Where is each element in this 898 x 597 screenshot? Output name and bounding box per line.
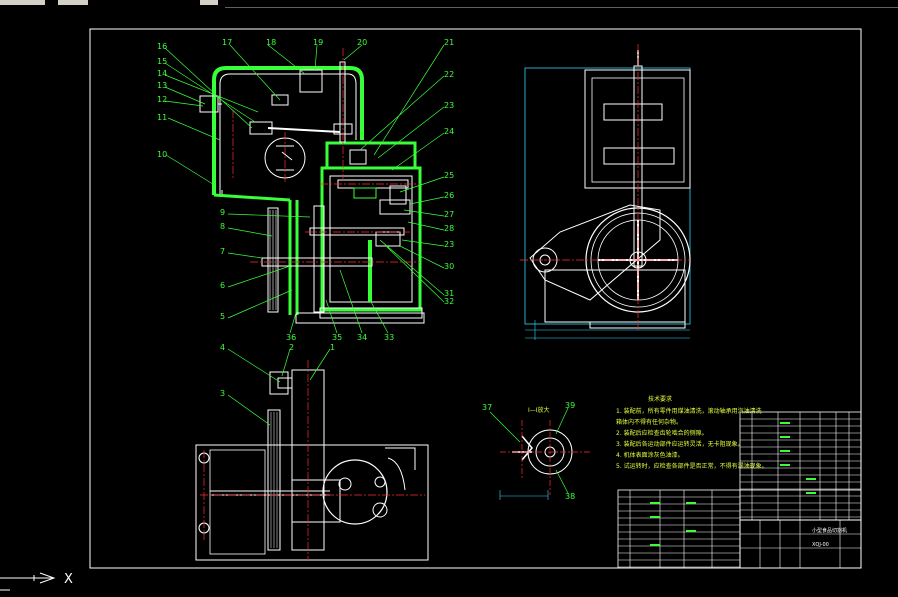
bom-entry-mark xyxy=(650,516,660,518)
svg-text:28: 28 xyxy=(444,224,454,233)
toolbar-tab-2[interactable] xyxy=(58,0,88,5)
svg-text:12: 12 xyxy=(157,95,167,104)
front-section-view xyxy=(164,44,445,334)
svg-text:7: 7 xyxy=(220,247,225,256)
detail-balloon-labels: 37 39 38 xyxy=(482,401,575,501)
side-view xyxy=(520,44,691,340)
svg-text:21: 21 xyxy=(444,38,454,47)
svg-text:3: 3 xyxy=(220,389,225,398)
svg-text:6: 6 xyxy=(220,281,225,290)
toolbar-tab-1[interactable] xyxy=(0,0,45,5)
bom-entry-mark xyxy=(780,436,790,438)
bom-entry-mark xyxy=(650,544,660,546)
bill-of-materials xyxy=(617,411,862,569)
front-balloon-labels: 16 15 14 13 12 11 10 9 8 7 6 5 17 18 19 … xyxy=(157,38,454,342)
ucs-icon: X xyxy=(0,572,73,591)
svg-text:35: 35 xyxy=(332,333,342,342)
toolbar-rule xyxy=(225,7,898,8)
sheet-frame xyxy=(89,28,862,569)
svg-text:技术要求: 技术要求 xyxy=(648,395,672,403)
svg-text:36: 36 xyxy=(286,333,296,342)
svg-text:23: 23 xyxy=(444,101,454,110)
svg-text:4: 4 xyxy=(220,343,225,352)
toolbar-tab-3[interactable] xyxy=(200,0,218,5)
svg-text:34: 34 xyxy=(357,333,367,342)
svg-text:3. 装配后各运动部件应运转灵活，无卡阻现象。: 3. 装配后各运动部件应运转灵活，无卡阻现象。 xyxy=(616,440,744,448)
svg-text:32: 32 xyxy=(444,297,454,306)
window-top-strip xyxy=(0,0,898,8)
svg-text:11: 11 xyxy=(157,113,167,122)
svg-text:25: 25 xyxy=(444,171,454,180)
svg-text:4. 机体表面涂灰色油漆。: 4. 机体表面涂灰色油漆。 xyxy=(616,451,684,459)
plan-balloon-labels: 4 3 2 1 xyxy=(220,343,335,398)
svg-text:10: 10 xyxy=(157,150,167,159)
bom-entry-mark xyxy=(806,492,816,494)
detail-caption: I—I放大 xyxy=(528,406,550,414)
svg-text:13: 13 xyxy=(157,81,167,90)
drawing-name: 小型食品切割机 xyxy=(812,527,847,534)
svg-text:31: 31 xyxy=(444,289,454,298)
svg-text:19: 19 xyxy=(313,38,323,47)
svg-text:16: 16 xyxy=(157,42,167,51)
svg-text:17: 17 xyxy=(222,38,232,47)
svg-text:20: 20 xyxy=(357,38,367,47)
svg-text:33: 33 xyxy=(384,333,394,342)
bom-entry-mark xyxy=(780,450,790,452)
svg-text:22: 22 xyxy=(444,70,454,79)
bom-entry-mark xyxy=(780,422,790,424)
svg-text:5: 5 xyxy=(220,312,225,321)
svg-text:8: 8 xyxy=(220,222,225,231)
svg-text:18: 18 xyxy=(266,38,276,47)
svg-text:39: 39 xyxy=(565,401,575,410)
svg-text:5. 试运转时，应检查各部件是否正常，不得有漏油现象。: 5. 试运转时，应检查各部件是否正常，不得有漏油现象。 xyxy=(616,462,768,470)
svg-text:37: 37 xyxy=(482,403,492,412)
svg-text:1. 装配前，所有零件用煤油清洗，滚动轴承用汽油清洗: 1. 装配前，所有零件用煤油清洗，滚动轴承用汽油清洗 xyxy=(616,407,762,415)
svg-text:箱体内不得有任何杂物。: 箱体内不得有任何杂物。 xyxy=(616,418,682,426)
bom-entry-mark xyxy=(686,502,696,504)
bom-entry-mark xyxy=(686,530,696,532)
svg-text:30: 30 xyxy=(444,262,454,271)
svg-text:23: 23 xyxy=(444,240,454,249)
bom-entry-mark xyxy=(650,502,660,504)
svg-text:38: 38 xyxy=(565,492,575,501)
svg-text:2. 装配后应检查齿轮啮合的侧隙。: 2. 装配后应检查齿轮啮合的侧隙。 xyxy=(616,429,708,437)
drawing-number: XQJ-00 xyxy=(812,542,829,548)
svg-text:2: 2 xyxy=(289,343,294,352)
svg-text:1: 1 xyxy=(330,343,335,352)
detail-view: I—I放大 xyxy=(489,406,590,500)
technical-notes: 技术要求 1. 装配前，所有零件用煤油清洗，滚动轴承用汽油清洗 箱体内不得有任何… xyxy=(616,395,768,470)
svg-text:9: 9 xyxy=(220,208,225,217)
svg-text:14: 14 xyxy=(157,69,167,78)
ucs-x-label: X xyxy=(64,572,73,587)
plan-view xyxy=(195,348,429,561)
svg-text:27: 27 xyxy=(444,210,454,219)
title-block: 小型食品切割机 XQJ-00 xyxy=(739,519,862,569)
svg-text:24: 24 xyxy=(444,127,454,136)
bom-entry-mark xyxy=(806,478,816,480)
svg-text:15: 15 xyxy=(157,57,167,66)
svg-text:26: 26 xyxy=(444,191,454,200)
bom-entry-mark xyxy=(780,464,790,466)
